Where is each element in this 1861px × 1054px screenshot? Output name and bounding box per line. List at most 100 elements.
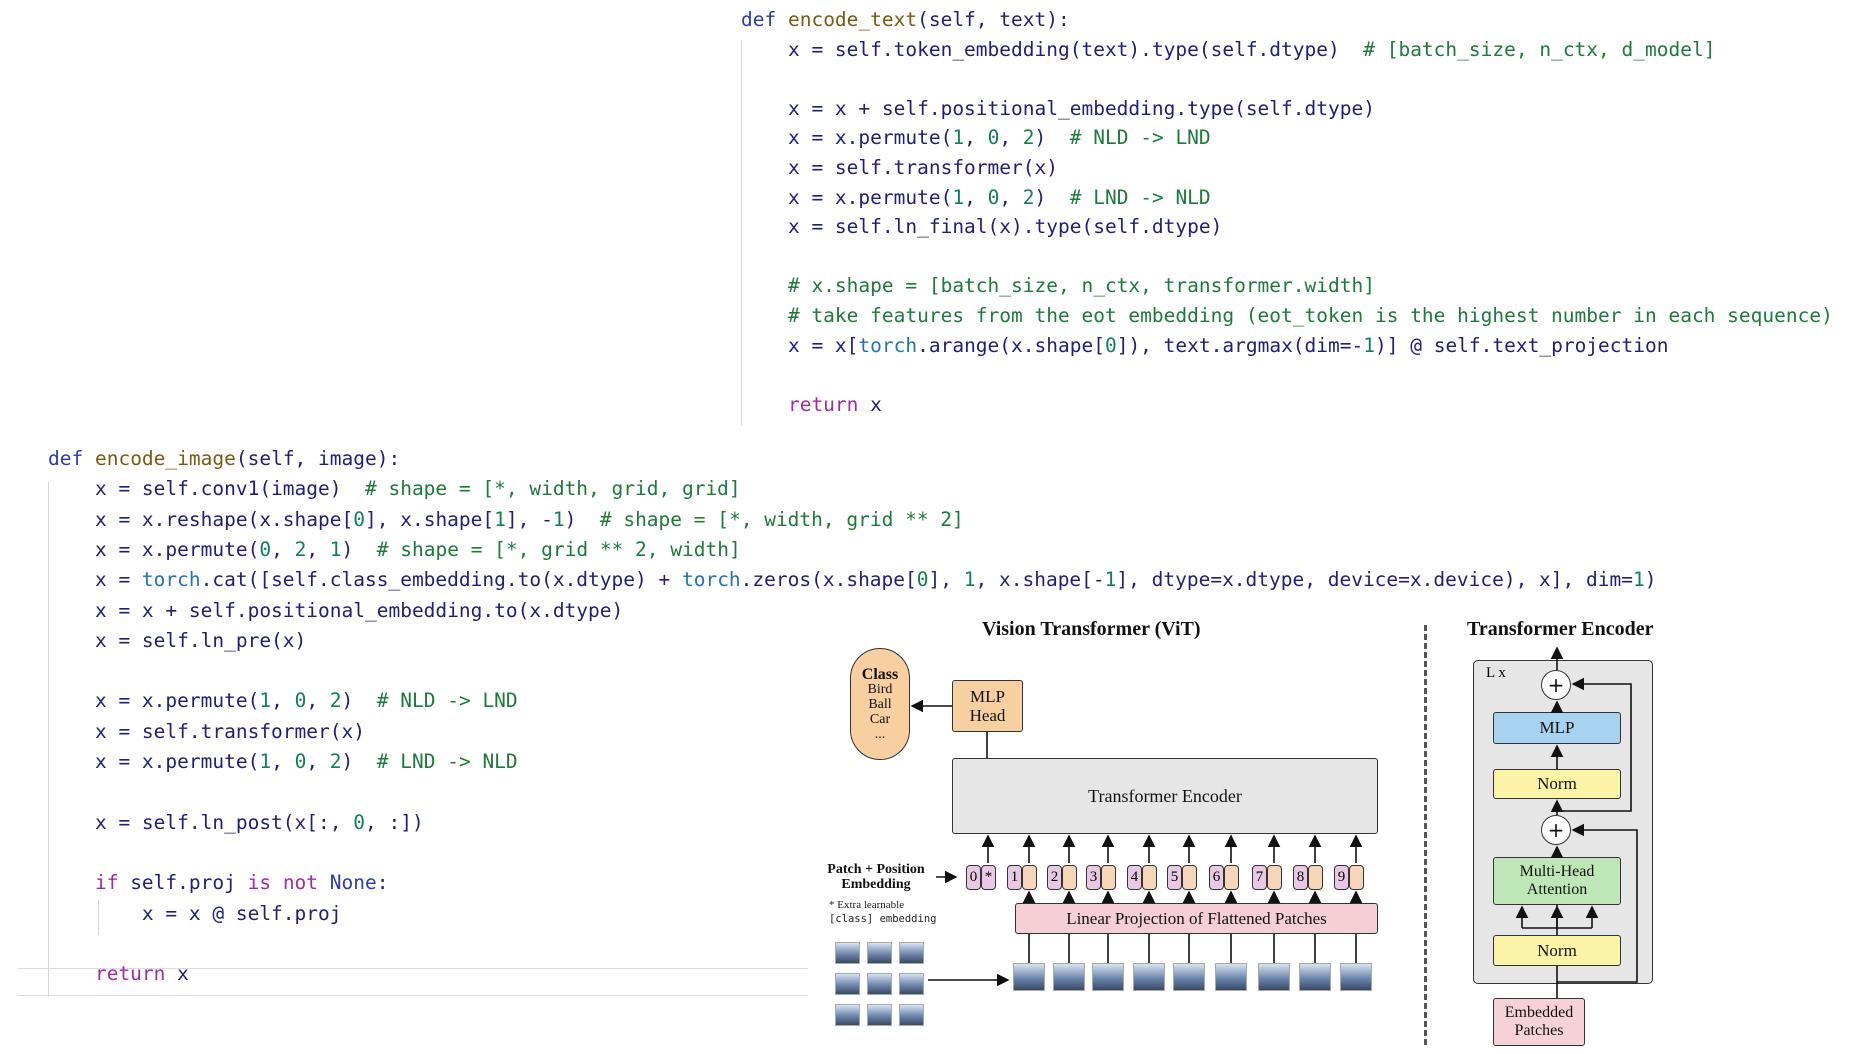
- embedding-label: Patch + Position Embedding: [827, 862, 925, 892]
- image-patch: [1092, 963, 1124, 991]
- code-token: torch: [141, 568, 201, 592]
- linear-projection: Linear Projection of Flattened Patches: [1015, 903, 1378, 934]
- image-grid-patch: [899, 1004, 924, 1026]
- code-token: # shape = [*, width, grid, grid]: [364, 477, 741, 501]
- code-token: x = self.ln_final(x).type(self.dtype): [741, 215, 1223, 239]
- patch-token: [1101, 865, 1116, 890]
- code-token: 1: [1363, 333, 1375, 357]
- code-token: ): [1034, 126, 1070, 150]
- code-token: x = self.transformer(x): [741, 156, 1058, 179]
- patch-token: *: [981, 865, 996, 890]
- mlp-head: MLP Head: [952, 680, 1023, 732]
- code-line: x = self.token_embedding(text).type(self…: [741, 38, 1715, 61]
- position-token: 3: [1086, 865, 1101, 890]
- code-line: return x: [741, 393, 882, 416]
- patch-token: [1267, 865, 1282, 890]
- code-token: encode_text: [787, 8, 918, 31]
- image-patch: [1299, 963, 1331, 991]
- code-token: return: [741, 392, 859, 416]
- divider: [18, 995, 808, 996]
- code-token: ,: [271, 689, 295, 713]
- code-token: x = x.permute(: [48, 537, 260, 561]
- code-token: 0: [1104, 333, 1117, 357]
- image-grid-patch: [867, 973, 892, 995]
- code-token: x: [165, 962, 189, 986]
- embedded-patches: Embedded Patches: [1493, 998, 1585, 1046]
- code-token: ,: [999, 185, 1023, 209]
- image-grid-patch: [867, 1004, 892, 1026]
- code-token: # LND -> NLD: [376, 750, 518, 773]
- code-token: 0: [294, 750, 307, 773]
- code-token: ): [1034, 185, 1070, 209]
- position-token: 2: [1047, 865, 1062, 890]
- code-token: 1: [963, 568, 976, 592]
- code-token: x = x.permute(: [741, 126, 953, 150]
- position-token: 9: [1334, 865, 1349, 890]
- footnote-line2: [class] embedding: [829, 913, 937, 925]
- code-token: x = x + self.positional_embedding.to(x.d…: [48, 598, 624, 622]
- code-token: , x.shape[-: [975, 568, 1105, 592]
- norm-block-upper: Norm: [1493, 769, 1621, 799]
- class-more: ...: [874, 726, 886, 742]
- code-token: def: [741, 8, 788, 31]
- code-token: return: [48, 962, 166, 986]
- code-line: x = self.transformer(x): [741, 156, 1058, 179]
- code-token: ,: [306, 689, 330, 713]
- code-token: ],: [928, 568, 964, 592]
- position-token: 6: [1209, 865, 1224, 890]
- code-token: ): [341, 689, 377, 713]
- code-token: if: [48, 871, 119, 895]
- code-token: 1: [1104, 568, 1117, 592]
- code-token: , :]): [365, 810, 424, 834]
- code-token: ): [564, 507, 600, 531]
- position-token: 7: [1252, 865, 1267, 890]
- code-token: # take features from the eot embedding (…: [741, 304, 1833, 327]
- attention-block: Multi-Head Attention: [1493, 857, 1621, 905]
- code-token: :: [376, 871, 389, 895]
- code-token: torch: [681, 568, 741, 592]
- code-line: x = self.ln_pre(x): [48, 629, 306, 652]
- code-token: 1: [259, 750, 272, 773]
- code-line: # take features from the eot embedding (…: [741, 304, 1833, 327]
- code-token: 2: [294, 537, 307, 561]
- patch-token: [1224, 865, 1239, 890]
- code-token: ): [341, 537, 377, 561]
- code-line: return x: [48, 962, 189, 985]
- code-token: ,: [306, 750, 330, 773]
- class-output: Class Bird Ball Car ...: [850, 648, 910, 760]
- image-patch: [1340, 963, 1372, 991]
- code-token: x = x @ self.proj: [48, 901, 342, 925]
- code-token: [318, 871, 330, 894]
- code-token: )] @ self.text_projection: [1375, 333, 1669, 357]
- code-token: ], dtype=x.dtype, device=x.device), x], …: [1116, 568, 1633, 592]
- encode-text-code: def encode_text(self, text): x = self.to…: [741, 8, 1851, 428]
- position-token: 4: [1127, 865, 1142, 890]
- footnote-line1: * Extra learnable: [829, 899, 905, 911]
- code-token: 0: [259, 537, 272, 561]
- code-token: 2: [329, 750, 342, 773]
- class-ball: Ball: [868, 696, 892, 712]
- code-token: self.proj: [118, 871, 248, 895]
- code-line: x = x.permute(1, 0, 2) # LND -> NLD: [741, 186, 1211, 209]
- code-token: def: [48, 447, 95, 470]
- vit-title: Vision Transformer (ViT): [982, 618, 1201, 640]
- code-token: # shape = [*, grid ** 2, width]: [376, 537, 741, 561]
- vit-transformer-encoder: Transformer Encoder: [952, 758, 1378, 834]
- code-token: x: [858, 392, 882, 416]
- class-label: Class: [861, 665, 899, 683]
- code-line: def encode_image(self, image):: [48, 447, 400, 470]
- code-token: # x.shape = [batch_size, n_ctx, transfor…: [741, 274, 1375, 298]
- code-line: x = x.permute(1, 0, 2) # NLD -> LND: [48, 689, 518, 712]
- code-token: ,: [271, 750, 295, 773]
- indent-guide: [98, 900, 99, 935]
- image-grid-patch: [899, 973, 924, 995]
- code-token: ]), text.argmax(dim=-: [1116, 333, 1364, 357]
- patch-token: [1308, 865, 1323, 890]
- image-grid-patch: [899, 942, 924, 964]
- image-grid-patch: [835, 942, 860, 964]
- code-token: 0: [294, 689, 307, 713]
- mlp-block: MLP: [1493, 712, 1621, 744]
- code-token: x = self.conv1(image): [48, 477, 365, 501]
- image-patch: [1013, 963, 1045, 991]
- class-bird: Bird: [867, 681, 893, 697]
